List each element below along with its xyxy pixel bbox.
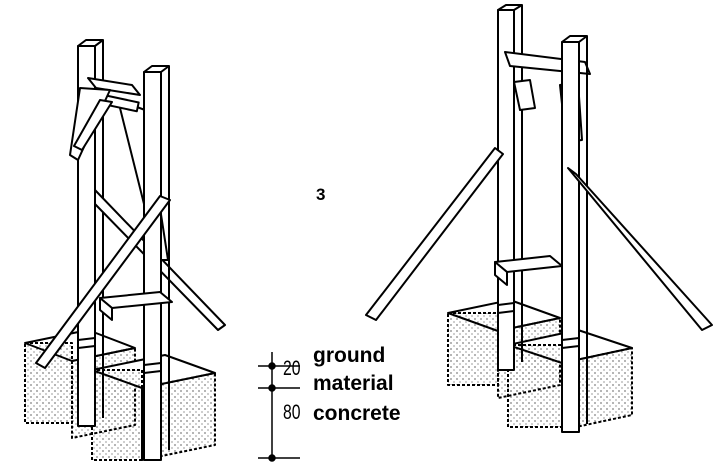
dimension-value-concrete: 80: [283, 401, 301, 424]
dimension-value-ground: 20: [283, 357, 301, 380]
right-post-collars: [497, 302, 580, 349]
right-right-strut: [567, 167, 713, 331]
figure-number: 3: [316, 185, 326, 204]
left-step: [99, 291, 173, 321]
dimension-label-concrete: concrete: [313, 402, 401, 425]
right-left-strut: [365, 147, 504, 321]
left-diagonal-strut: [35, 195, 171, 369]
left-gable-brace: [69, 77, 141, 161]
left-post-collars: [77, 337, 162, 374]
dimension-label-ground: ground: [313, 344, 386, 367]
dimension-line: [258, 352, 300, 462]
right-step: [494, 255, 563, 286]
dimension-label-material: material: [313, 372, 394, 395]
right-front-post: [561, 35, 588, 433]
